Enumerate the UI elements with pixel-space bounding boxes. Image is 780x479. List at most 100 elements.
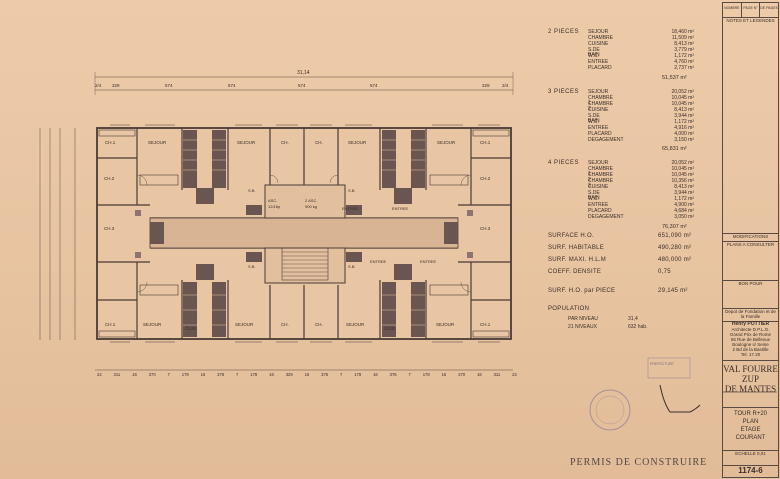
room-area: 2,737 m² (674, 65, 694, 71)
room-label: 12/16p (268, 204, 281, 209)
room-label: ASC. (268, 198, 278, 203)
dim-label: 16 (269, 372, 274, 377)
drawing-line: PLAN (742, 419, 759, 425)
summary-label: COEFF. DENSITE (548, 269, 602, 275)
summary-value: 490,280 m² (658, 245, 692, 251)
room-area: 4,760 m² (674, 59, 694, 65)
dim-label: 16 (441, 372, 447, 377)
architect-line: Tel. 17.20 (740, 352, 761, 357)
room-label: CH.1 (105, 140, 116, 145)
room-label: CH. (315, 322, 323, 327)
room-name: CHAMBRE 1 (588, 166, 614, 177)
room-area: 10,045 m² (671, 172, 694, 178)
population-label: 21 NIVEAUX (568, 324, 597, 330)
room-label: ENTREE (420, 259, 437, 264)
room-area: 3,944 m² (674, 113, 694, 119)
tb-pages-label: DE PAGES (760, 6, 778, 10)
population-row: PAR NIVEAU 31,4 (568, 316, 688, 322)
room-area: 1,172 m² (674, 196, 694, 202)
room-name: CHAMBRE 2 (588, 101, 614, 112)
tb-notes: NOTES ET LEGENDES (723, 17, 778, 23)
room-name: DEGAGEMENT (588, 137, 624, 143)
dim-label: 370 (458, 372, 466, 377)
section-total: 51,537 m² (662, 75, 687, 81)
room-name: DEGAGEMENT (588, 214, 624, 220)
dim-label: 178 (354, 372, 362, 377)
room-area: 8,413 m² (674, 107, 694, 113)
room-label: SEJOUR (148, 140, 167, 145)
room-name: S.DE BAIN (588, 190, 600, 201)
summary-label: SURF. H.O. par PIECE (548, 288, 616, 294)
section-total: 65,831 m² (662, 146, 687, 152)
summary-value: 480,000 m² (658, 257, 692, 263)
room-label: CH.3 (104, 226, 115, 231)
room-label: CH. (315, 140, 323, 145)
room-label: ENTREE (370, 259, 387, 264)
room-area: 18,460 m² (671, 29, 694, 35)
room-name: CHAMBRE 3 (588, 178, 614, 189)
tb-bon-pour: BON POUR (723, 280, 778, 286)
room-label: SEJOUR (235, 322, 254, 327)
dim-label: 22 (97, 372, 102, 377)
tb-architect-block: Henry POTTIER Architecte D.P.L.G. Grand … (723, 321, 778, 357)
room-label: CH. (281, 140, 289, 145)
room-label: S.B. (248, 264, 256, 269)
room-label: 2 ASC. (305, 198, 318, 203)
room-name: CHAMBRE 1 (588, 95, 614, 106)
project-line: DE MANTES (724, 384, 777, 394)
dim-label: 329 (285, 372, 293, 377)
room-name: SEJOUR (588, 160, 609, 166)
room-area: 4,000 m² (674, 131, 694, 137)
room-area: 3,944 m² (674, 190, 694, 196)
section-heading: 4 PIECES (548, 160, 580, 166)
population-label: PAR NIVEAU (568, 316, 598, 322)
room-area: 3,779 m² (674, 47, 694, 53)
project-line: VAL FOURRE (723, 364, 778, 374)
room-name: W.C. (588, 119, 599, 125)
dim-label: 7 (339, 372, 343, 377)
room-area: 8,413 m² (674, 184, 694, 190)
room-label: S.B. (248, 188, 256, 193)
architect-line: Boulogne s/ Seine (732, 342, 769, 347)
tb-page-label: PAGE N° (742, 3, 761, 17)
overall-dimension: 31,14 (297, 70, 310, 76)
room-label: CH.1 (480, 322, 491, 327)
dim-label: 2/4 (502, 83, 509, 88)
room-area: 4,916 m² (674, 125, 694, 131)
tb-count-label: NOMBRE (723, 3, 742, 17)
title-block: NOMBRE PAGE N° DE PAGES NOTES ET LEGENDE… (722, 2, 779, 478)
dim-label: 16 (132, 372, 137, 377)
population-heading: POPULATION (548, 306, 590, 312)
dim-label: 179 (181, 372, 189, 377)
architect-line: 65 Rue de Bellevue (730, 337, 771, 342)
permis-de-construire-stamp: PERMIS DE CONSTRUIRE (570, 457, 708, 468)
dim-label: 574 (165, 83, 173, 88)
room-name: CHAMBRE 2 (588, 172, 614, 183)
room-name: PLACARD (588, 131, 612, 137)
room-label: CUIS. (185, 326, 198, 331)
room-label: SEJOUR (143, 322, 162, 327)
room-label: S.B. (348, 188, 356, 193)
summary-row: SURF. H.O. par PIECE 29,145 m² (548, 288, 708, 294)
room-label: SEJOUR (348, 140, 367, 145)
dim-label: 311 (493, 372, 501, 377)
architect-name: Henry POTTIER (731, 321, 770, 327)
room-area: 10,045 m² (671, 95, 694, 101)
tb-project: VAL FOURRE ZUP DE MANTES (723, 360, 778, 400)
dim-label: 7 (167, 372, 170, 377)
drawing-line: TOUR R+20 (733, 411, 768, 417)
room-name: CUISINE (588, 107, 609, 113)
population-value: 31,4 (628, 316, 638, 322)
summary-value: 29,145 m² (658, 288, 688, 294)
room-name: CHAMBRE (588, 35, 614, 41)
dim-label: 16 (200, 372, 206, 377)
architect-line: 2 Bd de la Bastille (732, 347, 769, 352)
summary-label: SURFACE H.O. (548, 233, 594, 239)
section-total: 76,307 m² (662, 224, 687, 230)
room-area: 3,150 m² (674, 137, 694, 143)
summary-row: SURFACE H.O.651,090 m² (548, 233, 708, 239)
room-area: 10,356 m² (671, 178, 694, 184)
